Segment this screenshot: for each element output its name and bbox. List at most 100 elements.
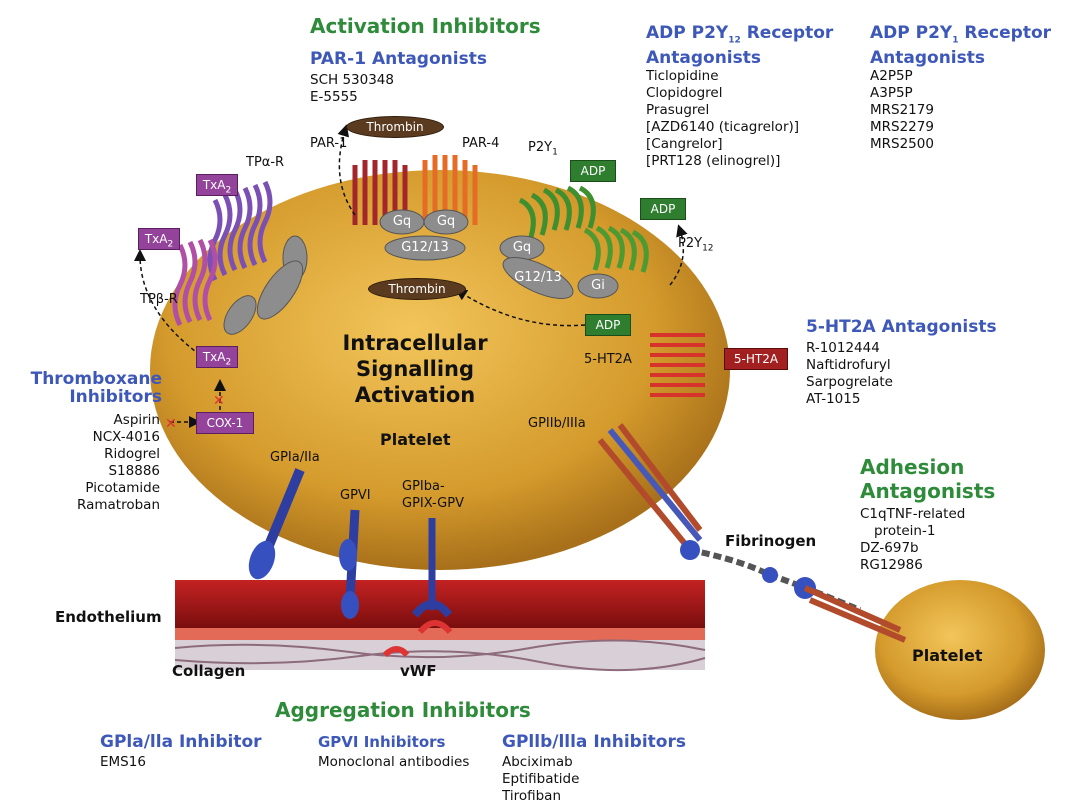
gpla-inhibitor-title: GPla/lla Inhibitor bbox=[100, 732, 262, 752]
gpiib-list: Abciximab Eptifibatide Tirofiban bbox=[502, 754, 579, 805]
list-item: SCH 530348 bbox=[310, 72, 394, 88]
fibrinogen-label: Fibrinogen bbox=[725, 532, 817, 550]
list-item: Eptifibatide bbox=[502, 771, 580, 787]
par1-label: PAR-1 bbox=[310, 136, 348, 151]
list-item: E-5555 bbox=[310, 89, 358, 105]
endothelium-label: Endothelium bbox=[55, 608, 162, 626]
par4-label: PAR-4 bbox=[462, 136, 500, 151]
arrow-p2y12 bbox=[669, 224, 688, 286]
list-item: Monoclonal antibodies bbox=[318, 754, 470, 770]
gpiib-inhibitors-title: GPllb/llla Inhibitors bbox=[502, 732, 686, 752]
svg-text:✕: ✕ bbox=[165, 416, 177, 432]
p2y1-receptor bbox=[518, 185, 596, 241]
gpiba-glycoprotein bbox=[382, 518, 453, 658]
gpiba-label: GPIba-GPIX-GPV bbox=[402, 479, 464, 511]
list-item: EMS16 bbox=[100, 754, 146, 770]
list-item: DZ-697b bbox=[860, 540, 919, 556]
g1213-protein-2 bbox=[256, 260, 304, 320]
tp-alpha-receptor bbox=[207, 180, 273, 282]
p2y1-list: A2P5P A3P5P MRS2179 MRS2279 MRS2500 bbox=[870, 68, 934, 153]
aggregation-inhibitors-heading: Aggregation Inhibitors bbox=[275, 698, 531, 722]
adp-tag-3: ADP bbox=[585, 314, 631, 336]
endothelium-block bbox=[174, 580, 706, 672]
ht2a-tag: 5-HT2A bbox=[724, 348, 788, 370]
gi-protein bbox=[577, 273, 619, 299]
thrombin-tag-top: Thrombin bbox=[346, 116, 444, 138]
cox1-tag: COX-1 bbox=[196, 412, 254, 434]
txa2-tag-1: TxA2 bbox=[196, 174, 238, 196]
list-item: protein-1 bbox=[874, 523, 936, 539]
list-item: AT-1015 bbox=[806, 391, 861, 407]
gpiib-iiia-glycoprotein bbox=[597, 423, 703, 552]
list-item: Naftidrofuryl bbox=[806, 357, 891, 373]
txa2-tag-2: TxA2 bbox=[138, 228, 180, 250]
list-item: C1qTNF-related bbox=[860, 506, 966, 522]
gpla-ila-glycoprotein bbox=[248, 468, 305, 580]
gq-label-1: Gq bbox=[392, 214, 412, 229]
par1-receptor bbox=[352, 160, 408, 225]
list-item: [PRT128 (elinogrel)] bbox=[646, 153, 781, 169]
g1213-protein-3 bbox=[502, 257, 574, 299]
fibrinogen-strand bbox=[680, 540, 907, 643]
list-item: [Cangrelor] bbox=[646, 136, 723, 152]
list-item: Aspirin bbox=[113, 412, 160, 428]
gpiib-label: GPIIb/IIIa bbox=[528, 416, 586, 431]
list-item: MRS2179 bbox=[870, 102, 934, 118]
adhesion-list: C1qTNF-related protein-1 DZ-697b RG12986 bbox=[860, 506, 965, 574]
gq-label-2: Gq bbox=[436, 214, 456, 229]
list-item: Picotamide bbox=[85, 480, 160, 496]
gq-protein-2 bbox=[423, 209, 469, 235]
thromboxane-list: Aspirin NCX-4016 Ridogrel S18886 Picotam… bbox=[20, 412, 160, 514]
par1-antagonists-title: PAR-1 Antagonists bbox=[310, 49, 487, 69]
tpb-r-label: TPβ-R bbox=[140, 292, 178, 307]
list-item: RG12986 bbox=[860, 557, 923, 573]
list-item: R-1012444 bbox=[806, 340, 880, 356]
par1-list: SCH 530348 E-5555 bbox=[310, 72, 394, 106]
platelet-label: Platelet bbox=[380, 430, 451, 449]
gpla-list: EMS16 bbox=[100, 754, 146, 771]
list-item: Clopidogrel bbox=[646, 85, 723, 101]
p2y12-list: Ticlopidine Clopidogrel Prasugrel [AZD61… bbox=[646, 68, 799, 170]
txa2-tag-3: TxA2 bbox=[196, 346, 238, 368]
gi-label: Gi bbox=[591, 278, 605, 293]
svg-text:✕: ✕ bbox=[213, 393, 225, 409]
gq-label-3: Gq bbox=[512, 240, 532, 255]
tp-beta-receptor bbox=[172, 238, 218, 327]
g1213-label-1: G12/13 bbox=[401, 240, 449, 255]
g1213-label-2: G12/13 bbox=[514, 270, 562, 285]
list-item: A3P5P bbox=[870, 85, 913, 101]
list-item: Tirofiban bbox=[502, 788, 561, 804]
tpa-r-label: TPα-R bbox=[246, 155, 285, 170]
g1213-protein-1 bbox=[384, 235, 466, 261]
arrow-adp-thrombin bbox=[454, 288, 586, 327]
gpvi-glycoprotein bbox=[339, 509, 360, 619]
activation-inhibitors-heading: Activation Inhibitors bbox=[310, 14, 541, 38]
p2y12-label: P2Y12 bbox=[678, 236, 714, 254]
list-item: Sarpogrelate bbox=[806, 374, 893, 390]
platelet-cell-small bbox=[875, 580, 1045, 720]
list-item: Prasugrel bbox=[646, 102, 710, 118]
list-item: NCX-4016 bbox=[92, 429, 160, 445]
list-item: Abciximab bbox=[502, 754, 573, 770]
list-item: S18886 bbox=[108, 463, 160, 479]
ht2a-receptor bbox=[650, 333, 705, 397]
gpla-ila-label: GPIa/IIa bbox=[270, 450, 320, 465]
list-item: Ridogrel bbox=[104, 446, 160, 462]
thrombin-tag-lower: Thrombin bbox=[368, 278, 466, 300]
list-item: [AZD6140 (ticagrelor)] bbox=[646, 119, 800, 135]
ht2a-list: R-1012444 Naftidrofuryl Sarpogrelate AT-… bbox=[806, 340, 893, 408]
gpvi-inhibitors-title: GPVI Inhibitors bbox=[318, 733, 446, 751]
p2y1-label: P2Y1 bbox=[528, 140, 558, 158]
list-item: Ramatroban bbox=[77, 497, 160, 513]
arrow-thrombin-par1 bbox=[337, 124, 356, 216]
list-item: Ticlopidine bbox=[646, 68, 719, 84]
adp-tag-2: ADP bbox=[640, 198, 686, 220]
par4-receptor bbox=[422, 155, 478, 225]
vwf-label: vWF bbox=[400, 662, 437, 680]
gpvi-list: Monoclonal antibodies bbox=[318, 754, 469, 771]
